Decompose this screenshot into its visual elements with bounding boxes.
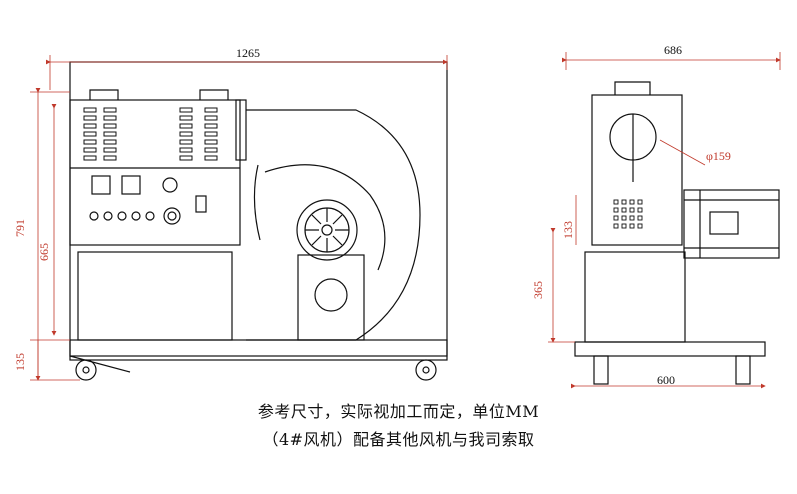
dim-front-width: 1265 — [236, 46, 260, 60]
heater-box — [69, 99, 241, 246]
dim-side-width-bottom: 600 — [657, 373, 675, 387]
front-motor — [296, 199, 365, 341]
side-motor — [683, 189, 780, 259]
front-wheels — [69, 355, 437, 381]
dim-front-height-base: 135 — [13, 353, 27, 371]
side-view — [574, 81, 780, 385]
side-heater-box — [591, 94, 683, 246]
control-panel — [89, 175, 207, 225]
dim-side-small: 133 — [561, 221, 575, 239]
dim-side-height-frame: 365 — [531, 281, 545, 299]
dim-pipe-diameter: φ159 — [706, 149, 731, 163]
caption-line-1: 参考尺寸，实际视加工而定，单位MM — [257, 402, 540, 421]
side-dimensions — [548, 52, 781, 389]
front-view — [69, 61, 448, 381]
vent-slats — [83, 107, 218, 161]
front-dimensions — [30, 55, 448, 381]
side-grille — [613, 199, 643, 229]
dim-side-width-top: 686 — [664, 43, 682, 57]
dim-front-height-upper: 665 — [37, 243, 51, 261]
blower-housing — [246, 109, 421, 341]
caption-line-2: （4#风机）配备其他风机与我司索取 — [262, 430, 535, 449]
dim-front-height-total: 791 — [13, 219, 27, 237]
